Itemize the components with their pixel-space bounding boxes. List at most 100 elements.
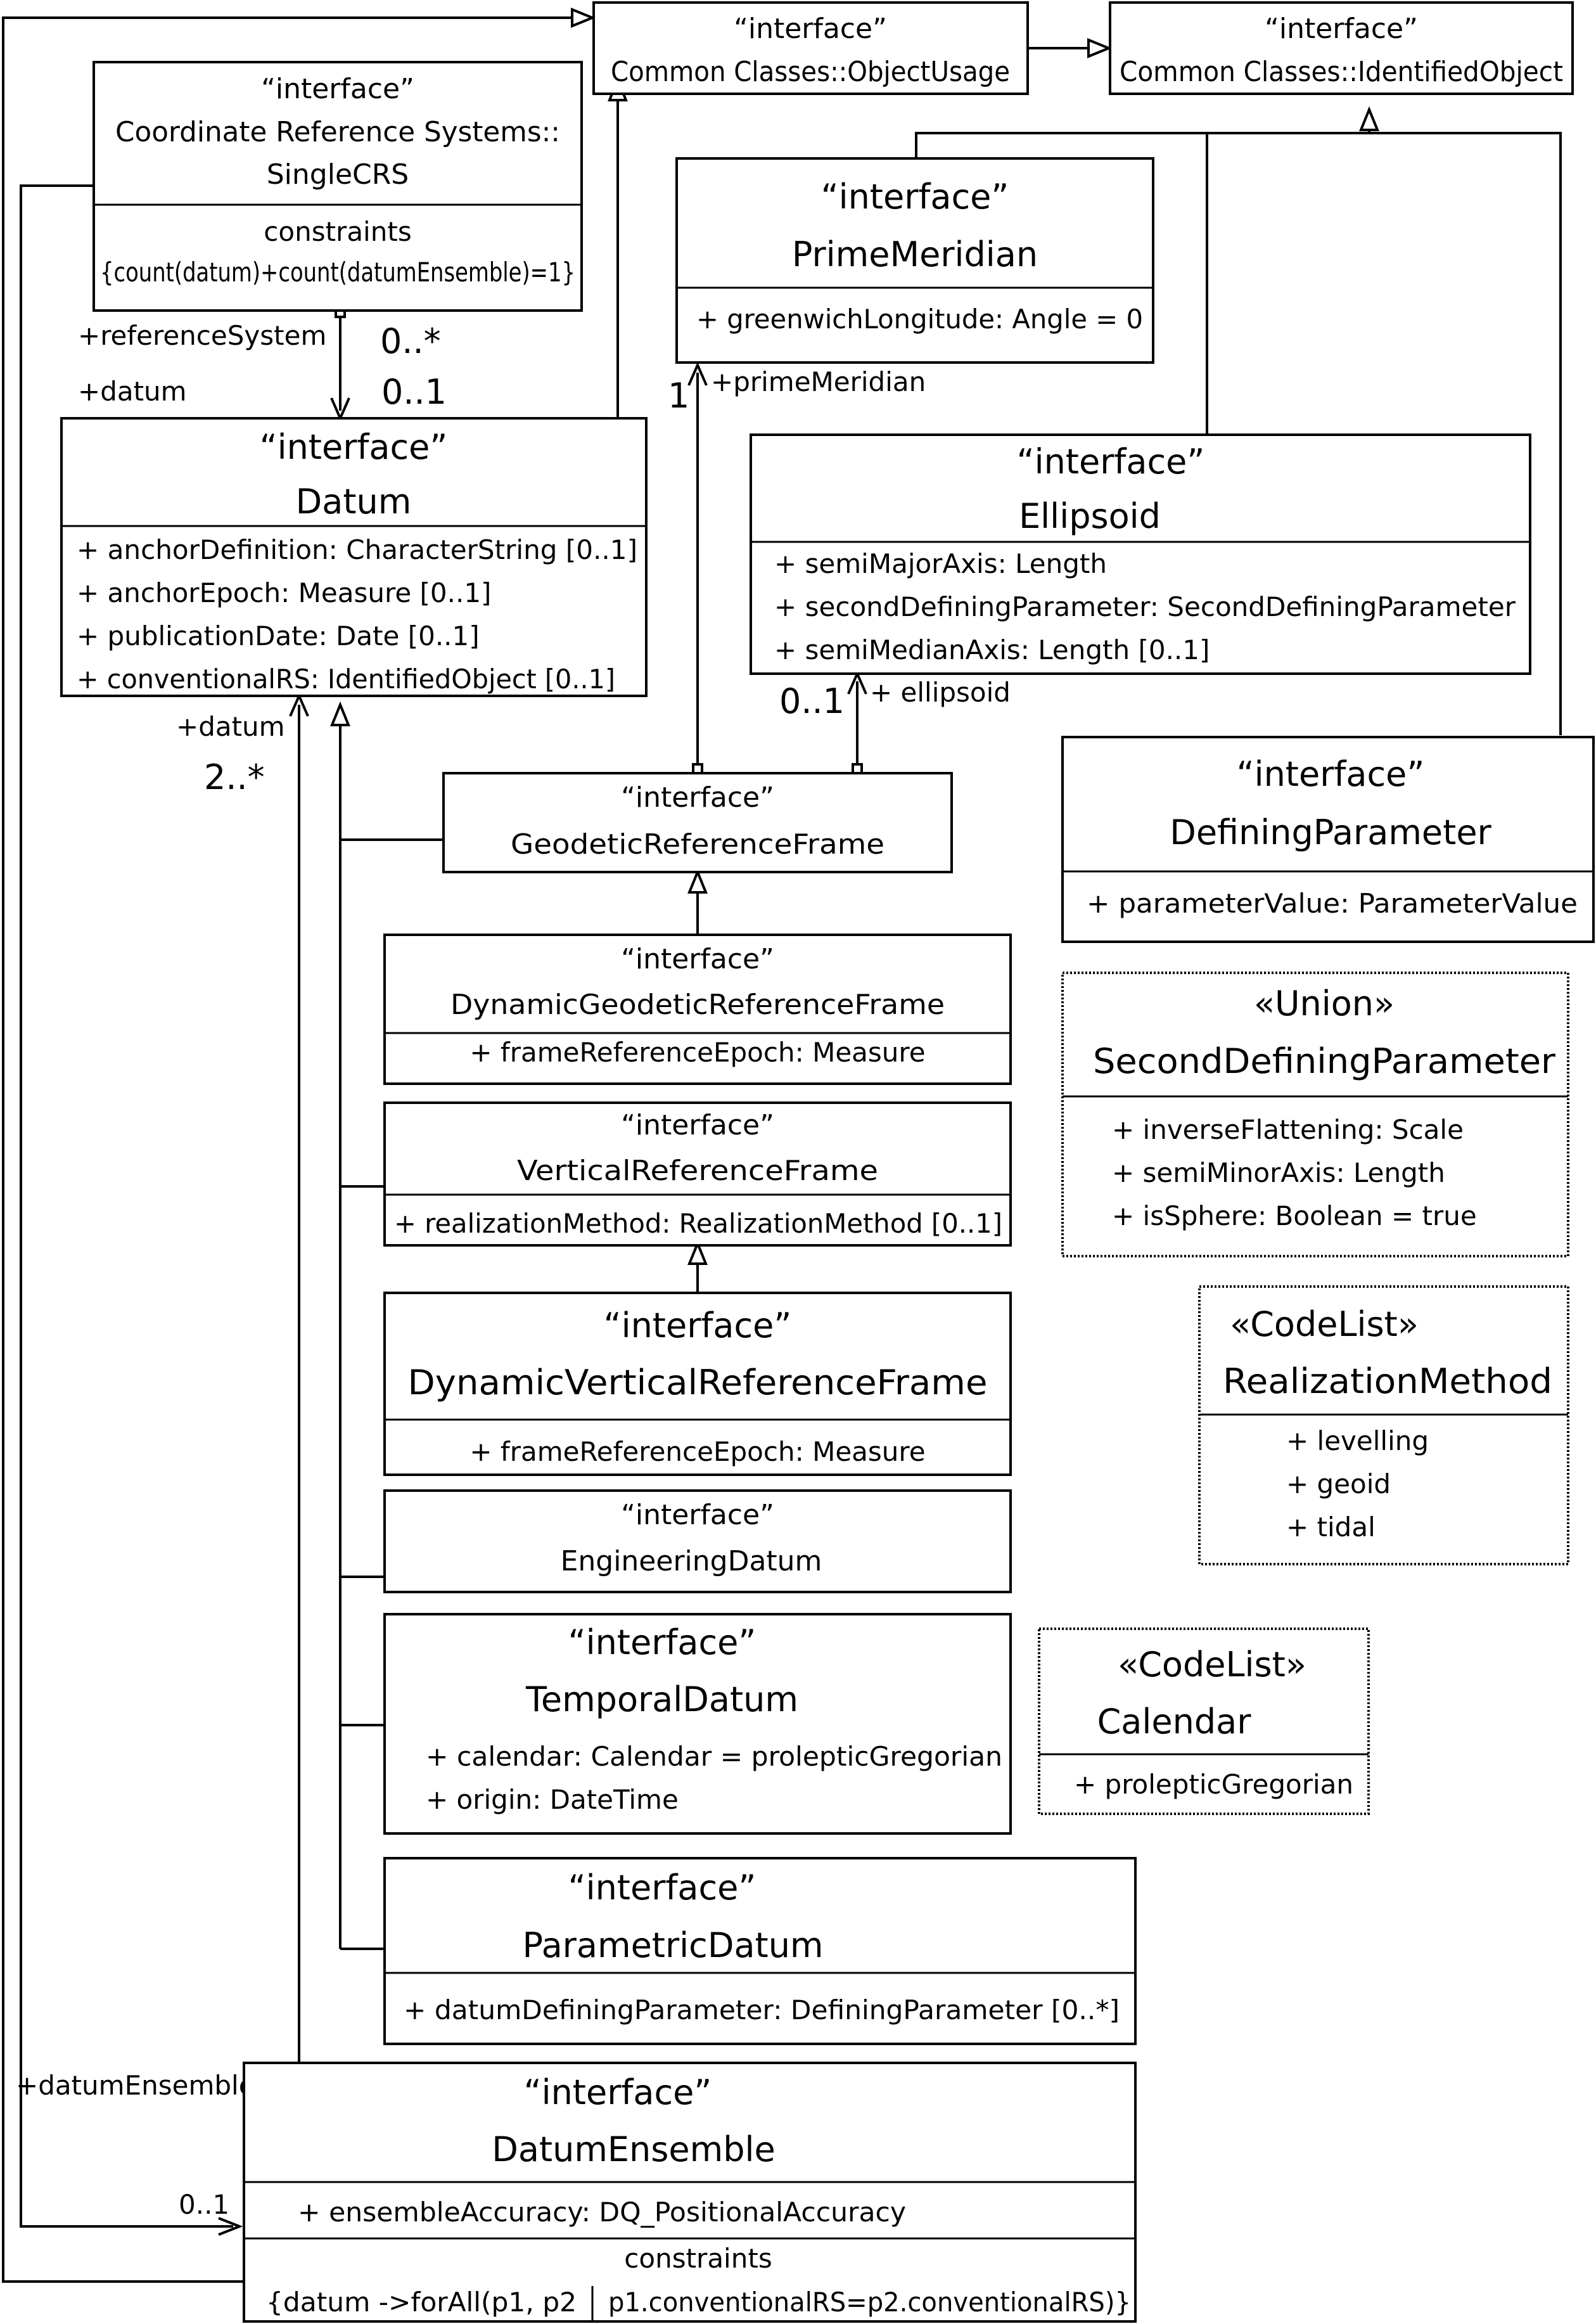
datum-ensemble-constraint-part1: {datum ->forAll(p1, p2 bbox=[266, 2287, 577, 2318]
second-defining-parameter-attribute-semi-minor-axis: + semiMinorAxis: Length bbox=[1112, 1157, 1445, 1188]
datum-attribute-conventional-rs: + conventionalRS: IdentifiedObject [0..1… bbox=[77, 664, 615, 695]
ellipsoid-attribute-second-defining-parameter: + secondDefiningParameter: SecondDefinin… bbox=[774, 591, 1516, 622]
reference-system-multiplicity: 0..* bbox=[380, 321, 441, 361]
grf-prime-meridian-end-marker bbox=[692, 763, 703, 774]
calendar-value-proleptic-gregorian: + prolepticGregorian bbox=[1074, 1769, 1353, 1800]
vrf-attribute-realization-method: + realizationMethod: RealizationMethod [… bbox=[394, 1208, 1002, 1239]
prime-meridian-name: PrimeMeridian bbox=[792, 234, 1038, 274]
ellipsoid-multiplicity: 0..1 bbox=[779, 681, 845, 721]
datum-ensemble-name: DatumEnsemble bbox=[492, 2129, 775, 2169]
temporal-datum-attribute-origin: + origin: DateTime bbox=[426, 1784, 679, 1815]
grf-ellipsoid-end-marker bbox=[852, 763, 863, 774]
single-crs-stereotype: “interface” bbox=[261, 73, 414, 105]
single-crs-constraints-label: constraints bbox=[264, 216, 411, 247]
ellipsoid-attribute-semi-median-axis: + semiMedianAxis: Length [0..1] bbox=[774, 634, 1210, 665]
dynamic-vrf-name: DynamicVerticalReferenceFrame bbox=[408, 1363, 988, 1403]
realization-method-value-tidal: + tidal bbox=[1286, 1512, 1376, 1543]
class-prime-meridian[interactable]: “interface” PrimeMeridian + greenwichLon… bbox=[675, 157, 1154, 364]
identified-object-stereotype: “interface” bbox=[1265, 13, 1418, 45]
class-vertical-reference-frame[interactable]: “interface” VerticalReferenceFrame + rea… bbox=[383, 1101, 1012, 1247]
object-usage-frame-arrowhead bbox=[571, 8, 596, 28]
defining-parameter-stereotype: “interface” bbox=[1237, 754, 1425, 794]
class-calendar[interactable]: «CodeList» Calendar + prolepticGregorian bbox=[1038, 1627, 1370, 1815]
realization-method-stereotype: «CodeList» bbox=[1230, 1304, 1419, 1344]
prime-meridian-role-label: +primeMeridian bbox=[711, 366, 926, 397]
second-defining-parameter-attribute-is-sphere: + isSphere: Boolean = true bbox=[1112, 1200, 1477, 1231]
class-defining-parameter[interactable]: “interface” DefiningParameter + paramete… bbox=[1061, 736, 1595, 943]
datum-ensemble-attribute-ensemble-accuracy: + ensembleAccuracy: DQ_PositionalAccurac… bbox=[298, 2197, 906, 2228]
dynamic-grf-name: DynamicGeodeticReferenceFrame bbox=[450, 989, 945, 1021]
reference-system-role-label: +referenceSystem bbox=[78, 320, 326, 351]
class-engineering-datum[interactable]: “interface” EngineeringDatum bbox=[383, 1489, 1012, 1593]
second-defining-parameter-stereotype: «Union» bbox=[1254, 984, 1395, 1024]
single-crs-name-line2: SingleCRS bbox=[267, 158, 409, 191]
parametric-datum-stereotype: “interface” bbox=[568, 1868, 757, 1908]
ellipsoid-attribute-semi-major-axis: + semiMajorAxis: Length bbox=[774, 548, 1107, 579]
dynamic-grf-attribute-frame-reference-epoch: + frameReferenceEpoch: Measure bbox=[469, 1037, 925, 1068]
class-parametric-datum[interactable]: “interface” ParametricDatum + datumDefin… bbox=[383, 1857, 1137, 2045]
prime-meridian-multiplicity: 1 bbox=[668, 376, 689, 416]
grf-generalization-arrowhead bbox=[687, 868, 708, 894]
datum-ensemble-role-label: +datumEnsemble bbox=[16, 2070, 255, 2101]
identified-object-tree-arrowhead bbox=[1359, 106, 1379, 131]
datum-ensemble-stereotype: “interface” bbox=[524, 2072, 712, 2112]
association-labels: +referenceSystem 0..* +datum 0..1 1 +pri… bbox=[16, 320, 1011, 2220]
datum-name: Datum bbox=[296, 482, 412, 522]
class-geodetic-reference-frame[interactable]: “interface” GeodeticReferenceFrame bbox=[442, 772, 953, 873]
vrf-name: VerticalReferenceFrame bbox=[517, 1155, 878, 1187]
temporal-datum-stereotype: “interface” bbox=[568, 1622, 757, 1662]
vrf-generalization-arrowhead bbox=[687, 1240, 708, 1265]
calendar-name: Calendar bbox=[1097, 1702, 1252, 1742]
vrf-stereotype: “interface” bbox=[621, 1109, 774, 1141]
class-temporal-datum[interactable]: “interface” TemporalDatum + calendar: Ca… bbox=[383, 1613, 1012, 1835]
class-single-crs[interactable]: “interface” Coordinate Reference Systems… bbox=[93, 61, 583, 312]
class-dynamic-vertical-reference-frame[interactable]: “interface” DynamicVerticalReferenceFram… bbox=[383, 1292, 1012, 1476]
engineering-datum-name: EngineeringDatum bbox=[561, 1545, 822, 1577]
realization-method-name: RealizationMethod bbox=[1223, 1361, 1552, 1401]
datum-ensemble-association-arrowhead bbox=[218, 2217, 243, 2236]
ellipsoid-stereotype: “interface” bbox=[1017, 442, 1205, 482]
calendar-stereotype: «CodeList» bbox=[1118, 1645, 1306, 1685]
second-defining-parameter-name: SecondDefiningParameter bbox=[1093, 1041, 1556, 1081]
datum-ensemble-to-object-usage-line bbox=[2, 16, 573, 2283]
realization-method-value-levelling: + levelling bbox=[1286, 1425, 1429, 1456]
class-object-usage[interactable]: “interface” Common Classes::ObjectUsage bbox=[592, 1, 1029, 95]
class-datum-ensemble[interactable]: “interface” DatumEnsemble + ensembleAccu… bbox=[243, 2062, 1137, 2323]
single-crs-constraint: {count(datum)+count(datumEnsemble)=1} bbox=[100, 257, 575, 288]
datum-stereotype: “interface” bbox=[260, 427, 448, 467]
object-usage-stereotype: “interface” bbox=[734, 13, 887, 45]
identified-object-name: Common Classes::IdentifiedObject bbox=[1120, 56, 1563, 88]
defining-parameter-name: DefiningParameter bbox=[1170, 812, 1491, 852]
second-defining-parameter-attribute-inverse-flattening: + inverseFlattening: Scale bbox=[1112, 1114, 1464, 1145]
identified-object-arrowhead bbox=[1087, 38, 1113, 58]
parametric-datum-attribute-datum-defining-parameter: + datumDefiningParameter: DefiningParame… bbox=[404, 1994, 1120, 2025]
ensemble-datum-role-label: +datum bbox=[176, 711, 285, 742]
realization-method-value-geoid: + geoid bbox=[1286, 1468, 1391, 1499]
class-second-defining-parameter[interactable]: «Union» SecondDefiningParameter + invers… bbox=[1061, 972, 1569, 1257]
object-usage-name: Common Classes::ObjectUsage bbox=[611, 56, 1010, 88]
class-datum[interactable]: “interface” Datum + anchorDefinition: Ch… bbox=[60, 417, 648, 697]
class-realization-method[interactable]: «CodeList» RealizationMethod + levelling… bbox=[1198, 1285, 1569, 1565]
class-dynamic-geodetic-reference-frame[interactable]: “interface” DynamicGeodeticReferenceFram… bbox=[383, 934, 1012, 1085]
datum-ensemble-constraint-part2: p1.conventionalRS=p2.conventionalRS)} bbox=[608, 2287, 1131, 2318]
class-ellipsoid[interactable]: “interface” Ellipsoid + semiMajorAxis: L… bbox=[750, 433, 1531, 675]
temporal-datum-name: TemporalDatum bbox=[525, 1679, 798, 1719]
datum-attribute-publication-date: + publicationDate: Date [0..1] bbox=[77, 620, 480, 652]
datum-attribute-anchor-epoch: + anchorEpoch: Measure [0..1] bbox=[77, 577, 491, 608]
datum-multiplicity: 0..1 bbox=[381, 372, 447, 412]
single-crs-to-datum-ensemble-line bbox=[20, 184, 233, 2228]
temporal-datum-attribute-calendar: + calendar: Calendar = prolepticGregoria… bbox=[426, 1741, 1002, 1772]
dynamic-grf-stereotype: “interface” bbox=[621, 943, 774, 975]
grf-name: GeodeticReferenceFrame bbox=[511, 828, 884, 861]
engineering-datum-stereotype: “interface” bbox=[621, 1499, 774, 1531]
class-identified-object[interactable]: “interface” Common Classes::IdentifiedOb… bbox=[1109, 1, 1574, 95]
ensemble-datum-multiplicity: 2..* bbox=[204, 757, 265, 797]
defining-parameter-attribute-parameter-value: + parameterValue: ParameterValue bbox=[1087, 888, 1578, 919]
datum-generalization-arrowhead bbox=[330, 701, 350, 726]
datum-ensemble-multiplicity: 0..1 bbox=[179, 2189, 229, 2220]
datum-ensemble-constraints-label: constraints bbox=[624, 2243, 772, 2274]
dynamic-vrf-stereotype: “interface” bbox=[604, 1306, 792, 1345]
prime-meridian-stereotype: “interface” bbox=[821, 177, 1009, 217]
